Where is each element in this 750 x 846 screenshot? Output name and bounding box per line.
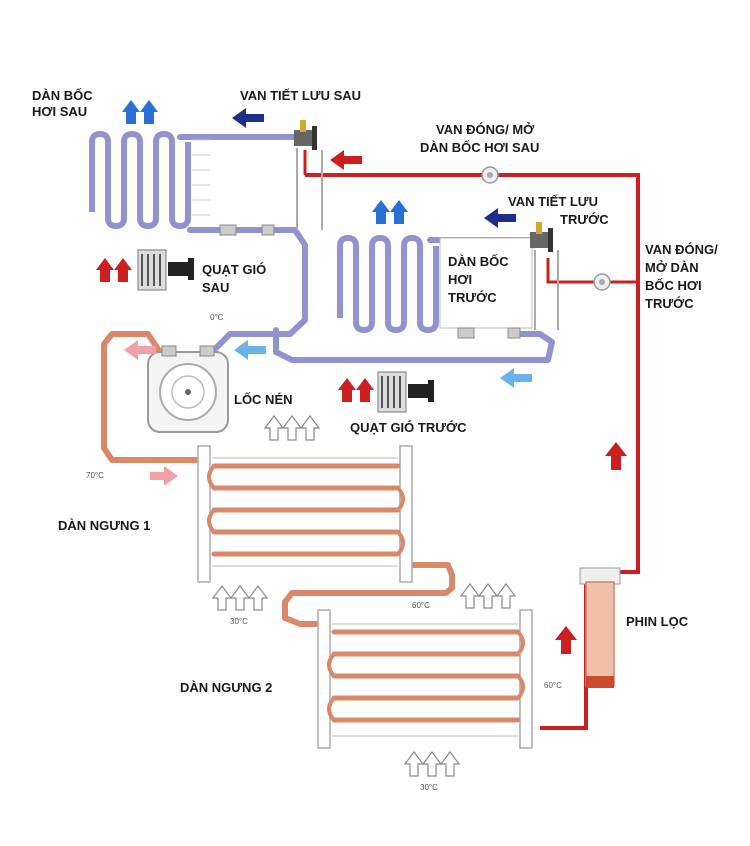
liquid-line-pipe xyxy=(305,173,640,574)
rear-evap-solenoid-valve xyxy=(481,166,499,184)
dark-flow-arrows xyxy=(232,108,516,228)
label-rear-expansion-valve: VAN TIẾT LƯU SAU xyxy=(240,88,361,103)
condenser-link-pipe xyxy=(282,562,455,627)
label-rear-evap-valve-1: VAN ĐÓNG/ MỞ xyxy=(436,122,535,137)
temp-discharge: 70°C xyxy=(86,471,104,480)
label-compressor: LỐC NÉN xyxy=(234,392,293,407)
ambient-air-arrows xyxy=(211,415,517,777)
discharge-pipe xyxy=(101,331,201,463)
label-rear-fan-1: QUẠT GIÓ xyxy=(202,262,266,277)
condenser-2 xyxy=(317,609,533,749)
front-evaporator xyxy=(337,235,533,333)
label-rear-evap-valve-2: DÀN BỐC HƠI SAU xyxy=(420,140,539,155)
label-front-expansion-valve-2: TRƯỚC xyxy=(560,212,609,227)
liquid-line-branch-pipe xyxy=(546,258,638,284)
front-fan xyxy=(377,371,434,413)
rear-valve-bypass-pipe xyxy=(296,148,323,230)
label-front-evaporator-2: HƠI xyxy=(448,272,472,287)
temp-condenser-mid: 60°C xyxy=(412,601,430,610)
temp-suction: 0°C xyxy=(210,313,224,322)
rear-fan xyxy=(137,249,194,291)
rear-suction-pipe xyxy=(187,227,308,355)
compressor xyxy=(147,345,229,433)
label-front-evap-valve-3: BỐC HƠI xyxy=(645,278,702,293)
pink-flow-arrows xyxy=(124,340,178,486)
condenser-1 xyxy=(197,445,413,583)
label-front-evaporator-3: TRƯỚC xyxy=(448,290,497,305)
label-front-evap-valve-1: VAN ĐÓNG/ xyxy=(645,242,718,257)
label-condenser-1: DÀN NGƯNG 1 xyxy=(58,518,150,533)
front-expansion-valve xyxy=(530,222,553,252)
label-front-evap-valve-2: MỞ DÀN xyxy=(645,260,699,275)
front-evap-solenoid-valve xyxy=(593,273,611,291)
temp-air-in-2: 30°C xyxy=(420,783,438,792)
temp-air-in-1: 30°C xyxy=(230,617,248,626)
label-front-evap-valve-4: TRƯỚC xyxy=(645,296,694,311)
filter-drier xyxy=(579,567,621,688)
label-rear-evaporator-1: DÀN BỐC xyxy=(32,88,93,103)
light-blue-flow-arrows xyxy=(234,340,532,388)
label-filter-drier: PHIN LỌC xyxy=(626,614,689,629)
rear-expansion-valve xyxy=(294,120,317,150)
label-front-fan: QUẠT GIÓ TRƯỚC xyxy=(350,420,467,435)
temp-liquid-line: 60°C xyxy=(544,681,562,690)
pipe-fittings xyxy=(219,224,521,339)
label-condenser-2: DÀN NGƯNG 2 xyxy=(180,680,272,695)
label-front-expansion-valve-1: VAN TIẾT LƯU xyxy=(508,194,598,209)
label-rear-evaporator-2: HƠI SAU xyxy=(32,104,87,119)
label-rear-fan-2: SAU xyxy=(202,280,229,295)
red-flow-arrows xyxy=(96,150,627,654)
front-valve-bypass-pipe xyxy=(534,250,559,330)
cold-air-up-arrows xyxy=(122,100,408,224)
rear-evaporator xyxy=(89,131,210,229)
label-front-evaporator-1: DÀN BỐC xyxy=(448,254,509,269)
front-suction-pipe xyxy=(273,327,555,363)
